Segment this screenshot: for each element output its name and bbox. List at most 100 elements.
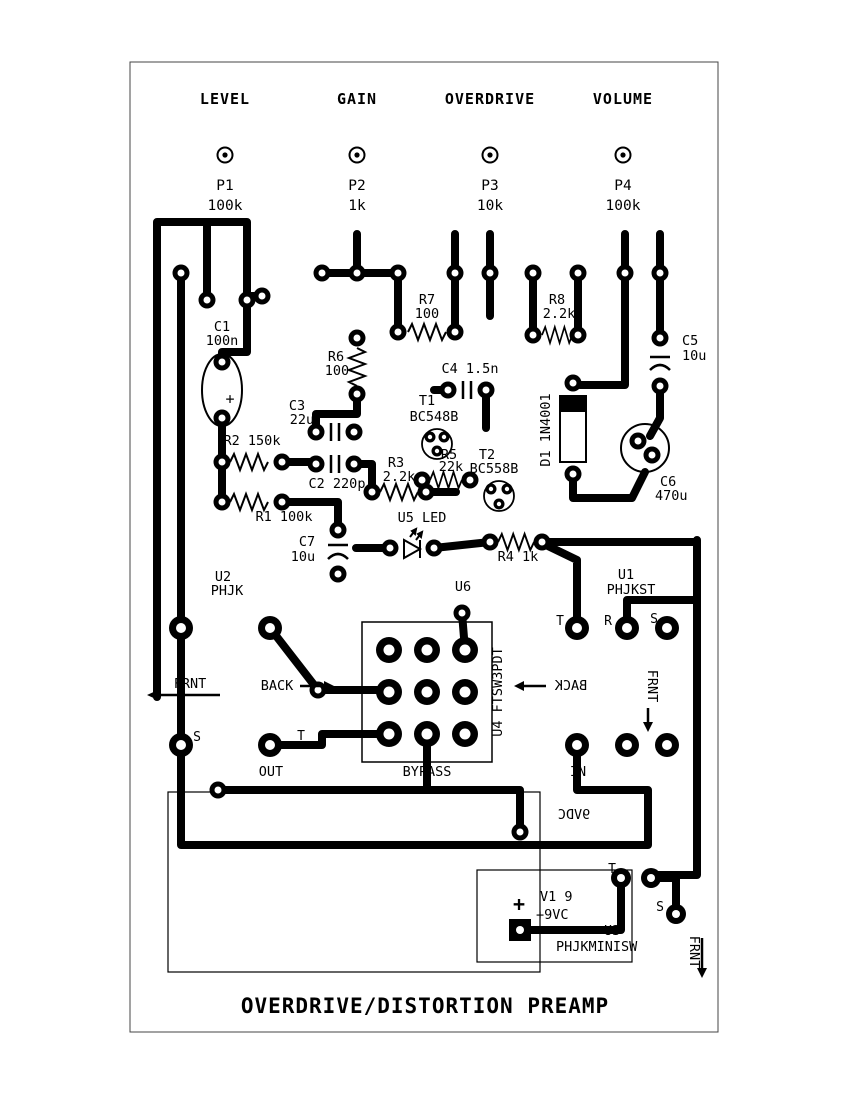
label-u3-value: PHJKMINISW bbox=[556, 939, 638, 955]
label-r5-value: 22k bbox=[439, 459, 463, 475]
pot-hole-p4 bbox=[614, 146, 632, 164]
resistor-r2-symbol bbox=[229, 453, 269, 471]
diagram-title: OVERDRIVE/DISTORTION PREAMP bbox=[241, 994, 609, 1018]
label-ring-u1: R bbox=[604, 614, 612, 629]
resistor-r1-symbol bbox=[229, 493, 269, 511]
pot-ref-p1: P1 bbox=[216, 178, 233, 194]
pot-function-volume: VOLUME bbox=[593, 90, 653, 108]
pot-ref-p4: P4 bbox=[614, 178, 632, 194]
resistor-r7-symbol bbox=[407, 323, 447, 341]
label-tip-u3: T bbox=[608, 862, 616, 877]
label-r8-ref: R8 bbox=[549, 292, 565, 308]
pot-ref-p2: P2 bbox=[348, 178, 365, 194]
pot-value-p4: 100k bbox=[606, 198, 641, 214]
label-c6-value: 470u bbox=[655, 488, 688, 504]
label-r7-value: 100 bbox=[415, 306, 439, 322]
resistor-r3-symbol bbox=[379, 483, 419, 501]
label-frnt-bottom: FRNT bbox=[686, 936, 702, 969]
label-v1-ref: V1 9 bbox=[540, 889, 573, 905]
label-c7-ref: C7 bbox=[299, 534, 315, 550]
resistor-r4-symbol bbox=[497, 533, 536, 551]
label-tip-u1: T bbox=[556, 614, 564, 629]
label-tip-u2: T bbox=[297, 729, 305, 744]
label-v1-value: +9VC bbox=[536, 907, 569, 923]
capacitor-c3-symbol bbox=[329, 421, 341, 443]
label-t1-value: BC548B bbox=[410, 409, 459, 425]
led-u5-symbol bbox=[403, 527, 424, 560]
label-battery-plus: + bbox=[513, 892, 525, 916]
frnt-arrow-bottom: FRNT bbox=[686, 936, 707, 978]
label-r5-ref: R5 bbox=[441, 447, 457, 463]
frnt-arrow-left: FRNT bbox=[147, 676, 220, 700]
label-back-right: BACK bbox=[554, 678, 587, 694]
label-r1: R1 100k bbox=[256, 509, 313, 525]
label-frnt-left: FRNT bbox=[174, 676, 207, 692]
enclosure-outline bbox=[167, 791, 541, 973]
label-r7-ref: R7 bbox=[419, 292, 435, 308]
battery-positive-pad bbox=[509, 919, 531, 941]
pot-function-gain: GAIN bbox=[337, 90, 377, 108]
capacitor-c5-symbol bbox=[649, 355, 671, 371]
label-r6-value: 100 bbox=[325, 363, 349, 379]
board-outline bbox=[129, 61, 719, 1033]
pot-value-p2: 1k bbox=[348, 198, 366, 214]
label-t2-value: BC558B bbox=[470, 461, 519, 477]
pot-value-p1: 100k bbox=[208, 198, 243, 214]
pot-hole-p2 bbox=[348, 146, 366, 164]
label-r6-ref: R6 bbox=[328, 349, 344, 365]
label-c4: C4 1.5n bbox=[442, 361, 499, 377]
pot-hole-p1 bbox=[216, 146, 234, 164]
label-u1-value: PHJKST bbox=[607, 582, 656, 598]
battery-outline bbox=[476, 869, 633, 963]
label-c3-ref: C3 bbox=[289, 398, 305, 414]
back-arrow-left: BACK bbox=[261, 678, 334, 694]
label-c6-ref: C6 bbox=[660, 474, 676, 490]
label-r3-value: 2.2k bbox=[383, 469, 416, 485]
component-labels: C1 100n R2 150k C2 220p R1 100k C3 22u R… bbox=[206, 292, 707, 955]
label-u3-ref: U3 bbox=[604, 923, 620, 939]
transistor-t1-body bbox=[421, 428, 453, 460]
frnt-arrow-right: FRNT bbox=[643, 670, 660, 732]
label-c1-ref: C1 bbox=[214, 319, 230, 335]
label-t1-ref: T1 bbox=[419, 393, 435, 409]
label-in: IN bbox=[570, 764, 586, 780]
label-t2-ref: T2 bbox=[479, 447, 495, 463]
label-c7-value: 10u bbox=[291, 549, 315, 565]
pot-ref-p3: P3 bbox=[481, 178, 498, 194]
resistor-r6-symbol bbox=[348, 347, 366, 387]
label-d1: D1 1N4001 bbox=[538, 393, 554, 466]
label-9vdc: 9VDC bbox=[558, 807, 591, 823]
label-u2-value: PHJK bbox=[211, 583, 244, 599]
diode-d1-body bbox=[559, 395, 587, 463]
label-c2: C2 220p bbox=[309, 476, 366, 492]
footswitch-outline bbox=[361, 621, 493, 763]
label-u2-ref: U2 bbox=[215, 569, 231, 585]
capacitor-c4-symbol bbox=[461, 379, 473, 401]
label-out: OUT bbox=[259, 764, 283, 780]
pot-function-overdrive: OVERDRIVE bbox=[445, 90, 535, 108]
label-c3-value: 22u bbox=[290, 412, 314, 428]
label-sleeve-u2: S bbox=[193, 730, 201, 745]
label-u4: U4 FTSW3PDT bbox=[490, 647, 506, 736]
transistor-t2-body bbox=[483, 480, 515, 512]
label-c5-value: 10u bbox=[682, 348, 706, 364]
label-bypass: BYPASS bbox=[403, 764, 452, 780]
back-arrow-right: BACK bbox=[514, 678, 587, 694]
label-c1-plus: + bbox=[225, 390, 234, 408]
wiring-labels: T R S S T T S OUT IN BYPASS 9VDC + + bbox=[193, 390, 664, 916]
label-back-left: BACK bbox=[261, 678, 294, 694]
label-sleeve-u3: S bbox=[656, 900, 664, 915]
label-r3-ref: R3 bbox=[388, 455, 404, 471]
capacitor-c6-body bbox=[620, 423, 670, 473]
capacitor-c7-symbol bbox=[327, 543, 349, 560]
label-u5: U5 LED bbox=[398, 510, 447, 526]
potentiometer-header: LEVEL GAIN OVERDRIVE VOLUME P1 P2 P3 P4 … bbox=[200, 90, 653, 214]
label-frnt-right: FRNT bbox=[644, 670, 660, 703]
orientation-arrows: FRNT BACK BACK FRNT FRNT bbox=[147, 670, 707, 978]
component-bodies bbox=[167, 323, 671, 973]
copper-traces bbox=[153, 218, 701, 934]
capacitor-c2-symbol bbox=[329, 453, 341, 475]
label-u6: U6 bbox=[455, 579, 471, 595]
